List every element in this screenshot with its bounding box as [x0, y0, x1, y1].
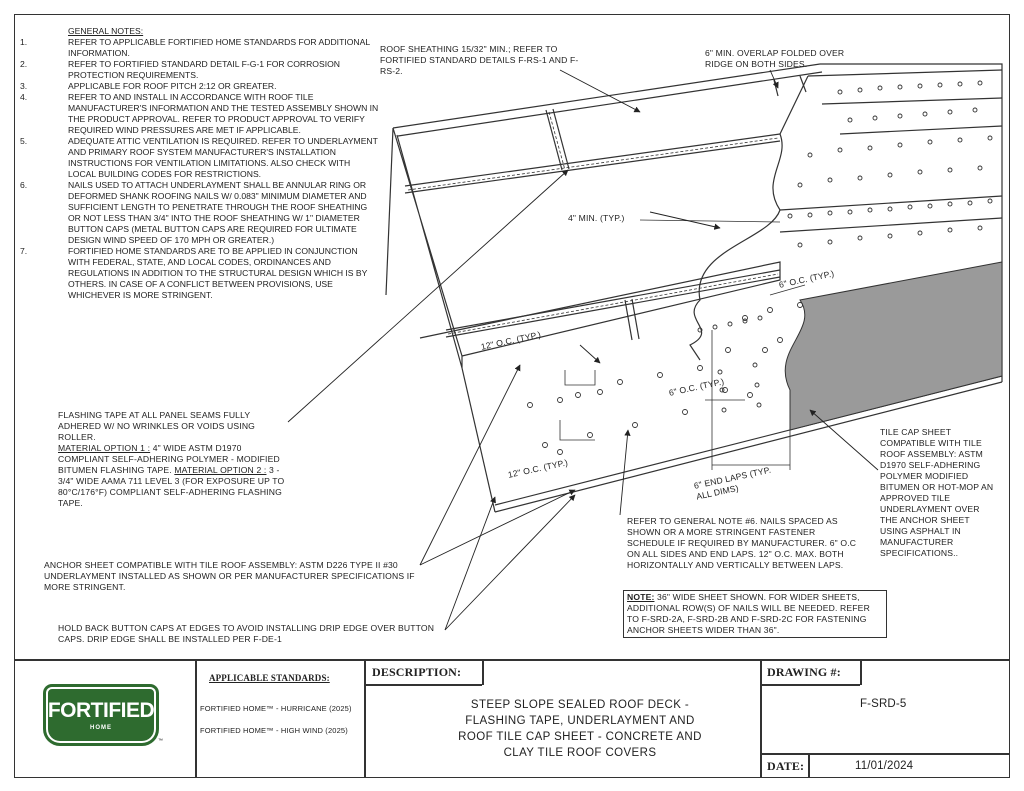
- roof-deck-isometric-drawing: [287, 63, 1003, 631]
- drawing-number: F-SRD-5: [860, 698, 907, 710]
- callout-hold-back: HOLD BACK BUTTON CAPS AT EDGES TO AVOID …: [58, 623, 435, 644]
- title-block-label-box: [760, 684, 860, 686]
- callout-ridge-overlap: 6" MIN. OVERLAP FOLDED OVER RIDGE ON BOT…: [705, 48, 845, 69]
- date-label: DATE:: [767, 759, 805, 773]
- general-note-item: 3.APPLICABLE FOR ROOF PITCH 2:12 OR GREA…: [20, 81, 277, 91]
- title-block-top-line: [14, 659, 1010, 661]
- description-text: STEEP SLOPE SEALED ROOF DECK - FLASHING …: [458, 699, 702, 759]
- leader-arrows: [287, 69, 879, 631]
- general-notes: GENERAL NOTES: 1.REFER TO APPLICABLE FOR…: [20, 26, 380, 301]
- fortified-home-logo: FORTIFIED HOME: [46, 687, 156, 743]
- standard-item: FORTIFIED HOME™ - HIGH WIND (2025): [200, 726, 348, 735]
- standard-item: FORTIFIED HOME™ - HURRICANE (2025): [200, 704, 352, 713]
- general-note-item: 6.NAILS USED TO ATTACH UNDERLAYMENT SHAL…: [20, 180, 368, 245]
- roof-outline: [385, 63, 1003, 513]
- callout-4in-min: 4" MIN. (TYP.): [568, 213, 625, 223]
- logo-trademark: ™: [158, 738, 163, 744]
- title-block-label-box: [808, 753, 810, 778]
- general-note-item: 1.REFER TO APPLICABLE FORTIFIED HOME STA…: [20, 37, 370, 58]
- general-note-item: 7.FORTIFIED HOME STANDARDS ARE TO BE APP…: [20, 246, 368, 300]
- callout-refer-note-6: REFER TO GENERAL NOTE #6. NAILS SPACED A…: [627, 516, 857, 570]
- tile-cap-sheet-patch: [784, 261, 1003, 431]
- date-value: 11/01/2024: [855, 760, 914, 772]
- callout-sheet-width-note: NOTE: 36" WIDE SHEET SHOWN. FOR WIDER SH…: [623, 590, 887, 638]
- callout-flashing-tape: FLASHING TAPE AT ALL PANEL SEAMS FULLY A…: [58, 410, 285, 508]
- title-block-label-box: [860, 659, 862, 685]
- general-note-item: 4.REFER TO AND INSTALL IN ACCORDANCE WIT…: [20, 92, 379, 135]
- callout-anchor-sheet: ANCHOR SHEET COMPATIBLE WITH TILE ROOF A…: [44, 560, 415, 592]
- callout-tile-cap-sheet: TILE CAP SHEET COMPATIBLE WITH TILE ROOF…: [880, 427, 994, 558]
- nail-rows-upper: [697, 80, 993, 413]
- dimension-lines: [559, 219, 806, 470]
- description-label: DESCRIPTION:: [372, 665, 462, 679]
- nail-pattern: [527, 302, 803, 455]
- general-notes-title: GENERAL NOTES:: [68, 26, 144, 36]
- callout-roof-sheathing: ROOF SHEATHING 15/32" MIN.; REFER TO FOR…: [380, 44, 579, 76]
- drawing-sheet-border: [14, 14, 1010, 778]
- general-note-item: 2.REFER TO FORTIFIED STANDARD DETAIL F-G…: [20, 59, 340, 80]
- applicable-standards-label: APPLICABLE STANDARDS:: [209, 673, 330, 683]
- title-block-divider: [760, 753, 1010, 755]
- title-block-divider: [760, 659, 762, 778]
- title-block-label-box: [364, 684, 482, 686]
- drawing-number-label: DRAWING #:: [767, 665, 841, 679]
- general-note-item: 5.ADEQUATE ATTIC VENTILATION IS REQUIRED…: [20, 136, 378, 179]
- title-block-divider: [364, 659, 366, 778]
- title-block-divider: [195, 659, 197, 778]
- title-block-label-box: [482, 659, 484, 685]
